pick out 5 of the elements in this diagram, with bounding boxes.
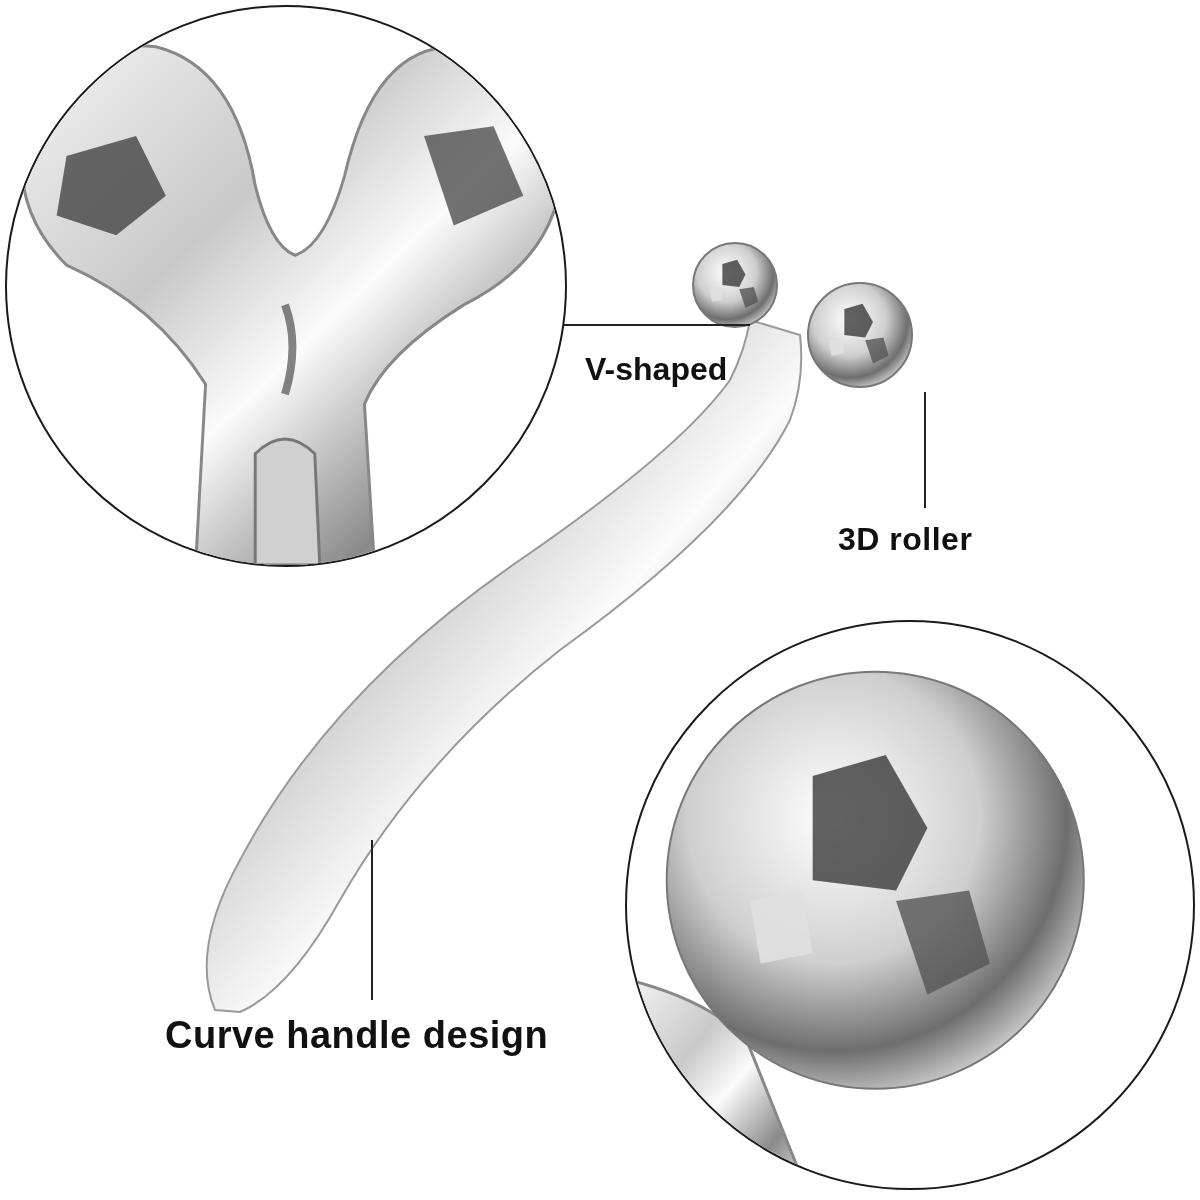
leader-line xyxy=(924,391,926,509)
callout-label: Curve handle design xyxy=(165,1015,549,1057)
edge-label: V-shaped xyxy=(585,352,728,388)
leader-line xyxy=(371,839,373,1001)
callout-label: 3D roller xyxy=(838,522,973,558)
